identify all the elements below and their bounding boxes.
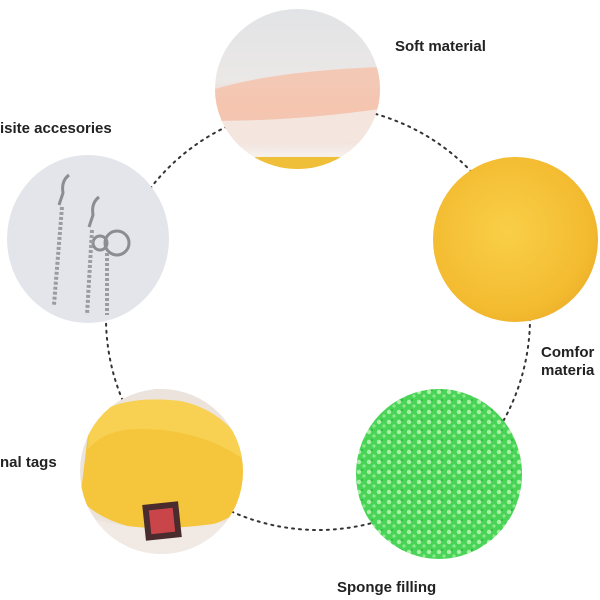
sponge-filling-icon	[356, 389, 522, 559]
sponge-filling-label: Sponge filling	[337, 579, 437, 596]
sponge-filling-photo	[356, 389, 522, 559]
comfort-material-label-line2: materia	[541, 362, 595, 379]
accessories-label: isite accesories	[0, 120, 112, 137]
keychain-icon	[7, 155, 169, 323]
soft-material-photo	[215, 9, 380, 169]
accessories-photo	[7, 155, 169, 323]
soft-material-label: Soft material	[395, 38, 486, 55]
label-tag-icon	[80, 389, 243, 554]
plush-fabric-icon	[433, 157, 598, 322]
fabric-swatch-icon	[215, 9, 380, 169]
tags-label: nal tags	[0, 454, 57, 471]
comfort-material-label: Comfor materia	[541, 344, 594, 380]
comfort-material-photo	[433, 157, 598, 322]
comfort-material-label-line1: Comfor	[541, 344, 595, 361]
tags-photo	[80, 389, 243, 554]
